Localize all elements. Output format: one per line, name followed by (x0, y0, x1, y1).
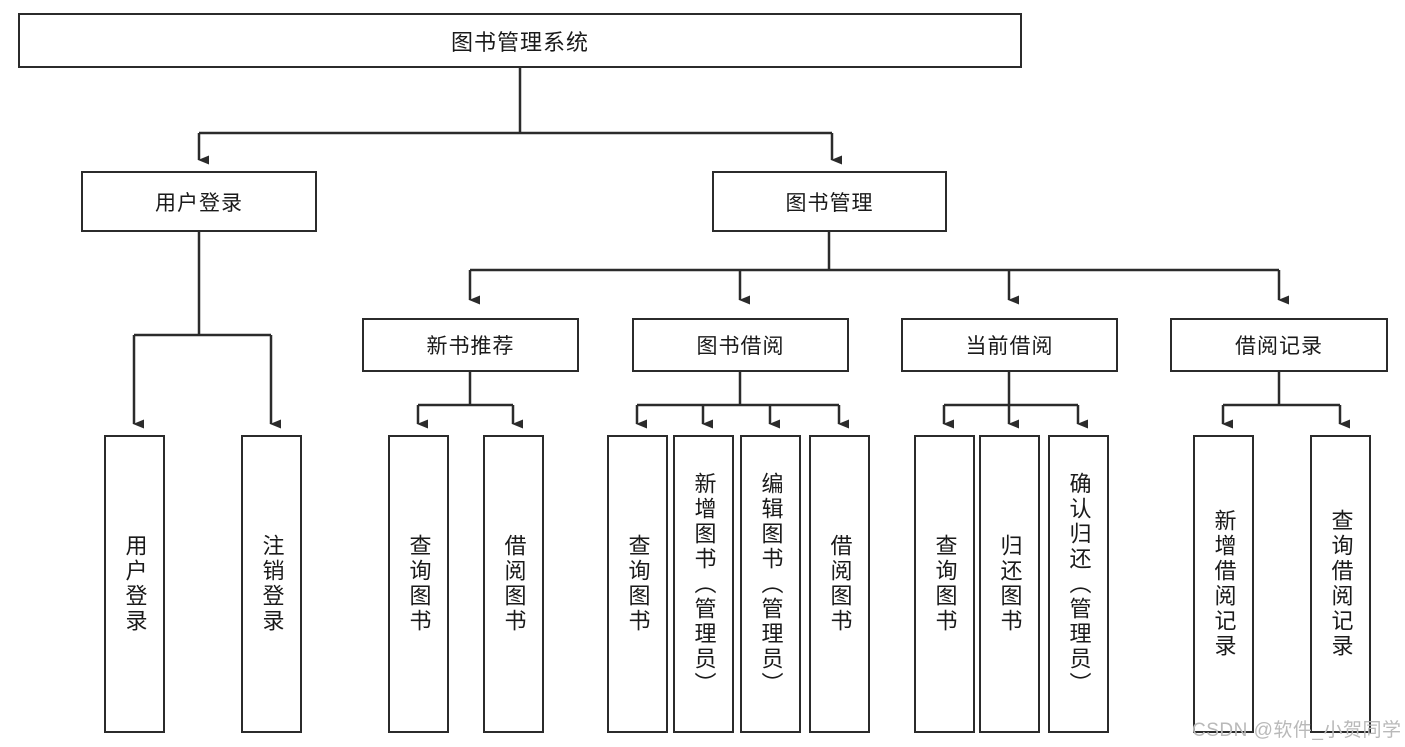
node-label: 借阅图书 (501, 534, 527, 634)
node-leaf-query-book-current[interactable]: 查询图书 (914, 435, 975, 733)
node-label: 图书管理 (785, 191, 874, 215)
node-label: 查询图书 (625, 534, 651, 634)
node-leaf-add-borrow-record[interactable]: 新增借阅记录 (1193, 435, 1254, 733)
node-leaf-user-login[interactable]: 用户登录 (104, 435, 165, 733)
node-label: 借阅记录 (1235, 335, 1323, 358)
node-leaf-logout[interactable]: 注销登录 (241, 435, 302, 733)
node-label: 查询图书 (932, 534, 958, 634)
node-label: 查询图书 (406, 534, 432, 634)
node-leaf-edit-book-admin[interactable]: 编辑图书（管理员） (740, 435, 801, 733)
node-leaf-confirm-return-admin[interactable]: 确认归还（管理员） (1048, 435, 1109, 733)
node-root-book-management-system[interactable]: 图书管理系统 (18, 13, 1022, 68)
watermark-text: CSDN @软件_小贺同学 (1192, 720, 1402, 741)
node-leaf-query-borrow-record[interactable]: 查询借阅记录 (1310, 435, 1371, 733)
node-borrow-record[interactable]: 借阅记录 (1170, 318, 1388, 372)
node-label: 借阅图书 (827, 534, 853, 634)
node-label: 用户登录 (155, 191, 243, 215)
node-user-login[interactable]: 用户登录 (81, 171, 317, 232)
node-leaf-borrow-book-recommend[interactable]: 借阅图书 (483, 435, 544, 733)
node-label: 用户登录 (122, 534, 148, 634)
node-current-borrow[interactable]: 当前借阅 (901, 318, 1118, 372)
node-leaf-return-book[interactable]: 归还图书 (979, 435, 1040, 733)
node-label: 新书推荐 (426, 335, 515, 358)
node-book-borrow[interactable]: 图书借阅 (632, 318, 849, 372)
node-label: 新增图书（管理员） (691, 471, 717, 697)
node-leaf-borrow-book[interactable]: 借阅图书 (809, 435, 870, 733)
node-book-management[interactable]: 图书管理 (712, 171, 947, 232)
node-label: 确认归还（管理员） (1066, 471, 1092, 697)
node-label: 归还图书 (997, 534, 1023, 634)
node-label: 查询借阅记录 (1328, 509, 1354, 659)
node-label: 当前借阅 (965, 335, 1054, 358)
node-leaf-add-book-admin[interactable]: 新增图书（管理员） (673, 435, 734, 733)
node-label: 注销登录 (259, 534, 285, 634)
node-leaf-query-book-borrow[interactable]: 查询图书 (607, 435, 668, 733)
node-new-book-recommend[interactable]: 新书推荐 (362, 318, 579, 372)
node-label: 编辑图书（管理员） (758, 471, 784, 697)
node-leaf-query-book-recommend[interactable]: 查询图书 (388, 435, 449, 733)
node-label: 图书管理系统 (450, 29, 589, 55)
node-label: 图书借阅 (696, 335, 785, 358)
node-label: 新增借阅记录 (1211, 509, 1237, 659)
